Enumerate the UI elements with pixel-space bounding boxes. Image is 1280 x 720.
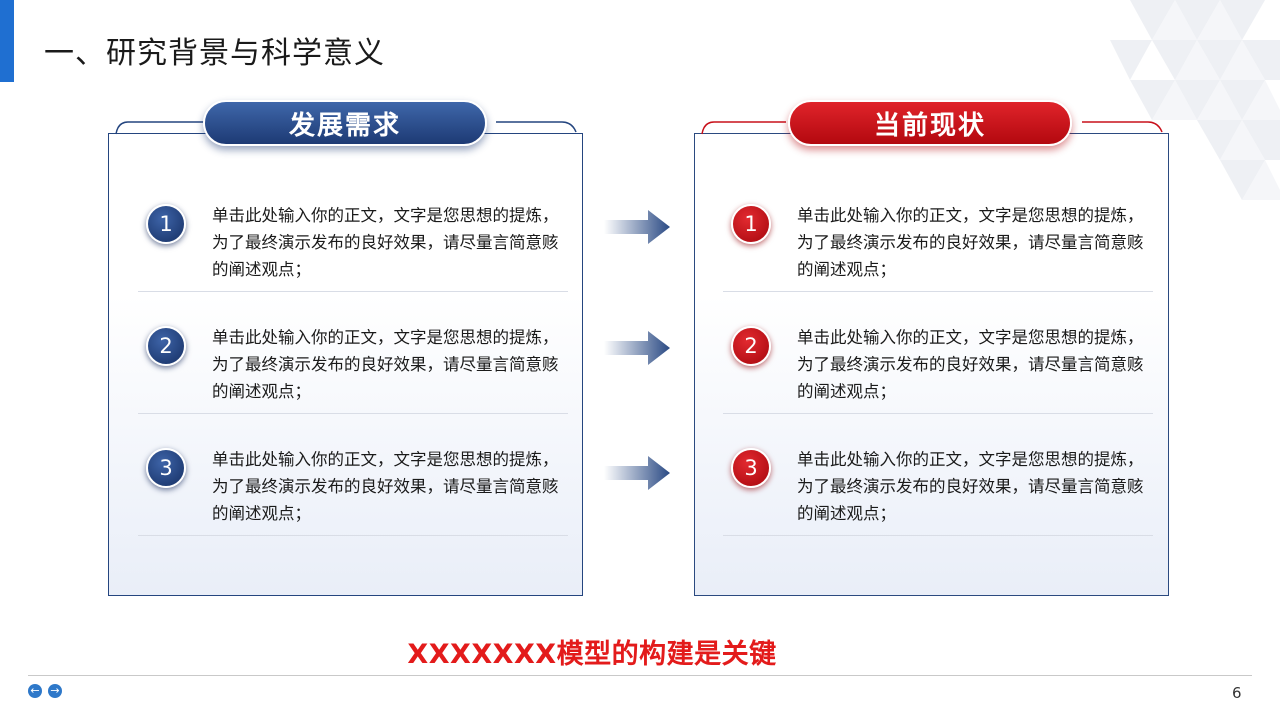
right-list-item-1: 1 单击此处输入你的正文，文字是您思想的提炼，为了最终演示发布的良好效果，请尽量… bbox=[723, 134, 1155, 292]
item-number-badge: 2 bbox=[146, 326, 186, 366]
item-number-badge: 3 bbox=[731, 448, 771, 488]
arrow-left-circle-icon[interactable]: ← bbox=[28, 684, 42, 698]
left-panel-header-pill: 发展需求 bbox=[203, 100, 487, 146]
left-panel bbox=[108, 133, 583, 596]
conclusion-text: XXXXXXX模型的构建是关键 bbox=[407, 639, 777, 670]
item-text: 单击此处输入你的正文，文字是您思想的提炼，为了最终演示发布的良好效果，请尽量言简… bbox=[212, 328, 559, 401]
item-divider bbox=[138, 535, 568, 536]
right-panel-header-line bbox=[701, 121, 1163, 135]
right-panel bbox=[694, 133, 1169, 596]
item-text: 单击此处输入你的正文，文字是您思想的提炼，为了最终演示发布的良好效果，请尽量言简… bbox=[797, 328, 1144, 401]
item-divider bbox=[723, 535, 1153, 536]
footer-divider bbox=[28, 675, 1252, 676]
item-divider bbox=[138, 413, 568, 414]
item-divider bbox=[723, 291, 1153, 292]
item-divider bbox=[138, 291, 568, 292]
item-number-badge: 1 bbox=[731, 204, 771, 244]
title-accent-bar bbox=[0, 0, 14, 82]
right-list-item-3: 3 单击此处输入你的正文，文字是您思想的提炼，为了最终演示发布的良好效果，请尽量… bbox=[723, 378, 1155, 536]
right-arrow-icon bbox=[604, 331, 670, 365]
item-text: 单击此处输入你的正文，文字是您思想的提炼，为了最终演示发布的良好效果，请尽量言简… bbox=[212, 450, 559, 523]
item-number-badge: 1 bbox=[146, 204, 186, 244]
right-panel-header-pill: 当前现状 bbox=[788, 100, 1072, 146]
page-title: 一、研究背景与科学意义 bbox=[44, 36, 385, 71]
left-list-item-2: 2 单击此处输入你的正文，文字是您思想的提炼，为了最终演示发布的良好效果，请尽量… bbox=[138, 256, 570, 414]
right-arrow-icon bbox=[604, 210, 670, 244]
item-number-badge: 3 bbox=[146, 448, 186, 488]
item-text: 单击此处输入你的正文，文字是您思想的提炼，为了最终演示发布的良好效果，请尽量言简… bbox=[797, 206, 1144, 279]
item-text: 单击此处输入你的正文，文字是您思想的提炼，为了最终演示发布的良好效果，请尽量言简… bbox=[797, 450, 1144, 523]
right-arrow-icon bbox=[604, 456, 670, 490]
item-divider bbox=[723, 413, 1153, 414]
page-number: 6 bbox=[1232, 684, 1242, 702]
arrow-right-circle-icon[interactable]: → bbox=[48, 684, 62, 698]
left-list-item-3: 3 单击此处输入你的正文，文字是您思想的提炼，为了最终演示发布的良好效果，请尽量… bbox=[138, 378, 570, 536]
left-panel-header-line bbox=[115, 121, 577, 135]
right-list-item-2: 2 单击此处输入你的正文，文字是您思想的提炼，为了最终演示发布的良好效果，请尽量… bbox=[723, 256, 1155, 414]
left-list-item-1: 1 单击此处输入你的正文，文字是您思想的提炼，为了最终演示发布的良好效果，请尽量… bbox=[138, 134, 570, 292]
item-number-badge: 2 bbox=[731, 326, 771, 366]
triangle-pattern-decoration bbox=[1110, 0, 1280, 200]
item-text: 单击此处输入你的正文，文字是您思想的提炼，为了最终演示发布的良好效果，请尽量言简… bbox=[212, 206, 559, 279]
